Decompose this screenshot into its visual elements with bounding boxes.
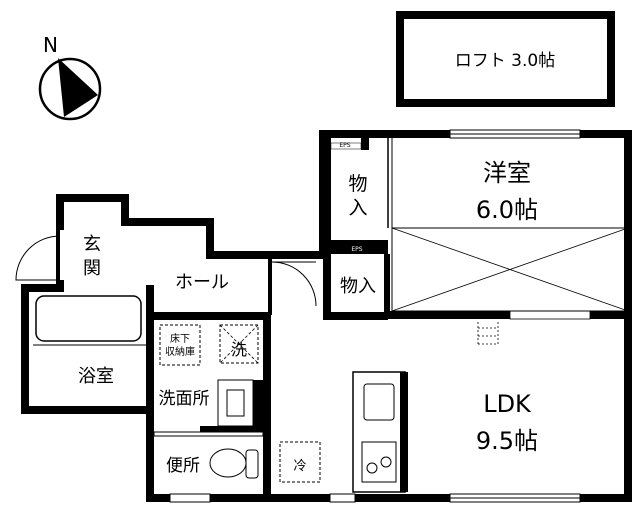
north-compass: N	[38, 33, 102, 121]
eps-upper-label: EPS	[339, 142, 350, 149]
entrance-line2: 関	[83, 258, 101, 279]
interior-walls	[146, 134, 628, 498]
western-room-name: 洋室	[483, 159, 531, 187]
north-label: N	[43, 33, 58, 57]
underfloor-storage-line2: 収納庫	[165, 345, 195, 358]
kitchen-counter	[352, 371, 408, 493]
entrance-line1: 玄	[83, 234, 101, 255]
stove	[361, 441, 397, 483]
washer-label: 洗	[231, 340, 247, 359]
loft-ladder	[477, 322, 499, 345]
ldk-name: LDK	[483, 390, 532, 418]
washer-space	[219, 324, 259, 364]
toilet-name: 便所	[166, 456, 200, 476]
loft-label: ロフト 3.0帖	[455, 51, 555, 71]
vanity-sink	[217, 379, 254, 427]
toilet-fixture	[209, 448, 247, 478]
windows	[60, 129, 581, 503]
bathtub	[35, 295, 142, 342]
kitchen-sink	[363, 383, 395, 421]
closet-upper-line1: 物	[348, 173, 367, 195]
loft-box	[396, 11, 615, 107]
washroom-name: 洗面所	[159, 389, 210, 409]
hall-name: ホール	[175, 272, 229, 293]
ps-line2: S	[262, 406, 267, 415]
closet-upper-line2: 入	[348, 197, 367, 219]
underfloor-storage-box	[159, 324, 201, 366]
closet-lower-name: 物入	[340, 276, 376, 297]
ps-line1: P	[263, 397, 268, 406]
western-room-size: 6.0帖	[476, 196, 538, 224]
underfloor-storage-line1: 床下	[170, 332, 190, 345]
bath-name: 浴室	[78, 366, 114, 387]
north-arrow-icon	[58, 58, 98, 117]
fridge-space	[279, 441, 321, 483]
entrance-door	[15, 235, 61, 281]
ldk-size: 9.5帖	[476, 427, 538, 455]
fridge-label: 冷	[293, 459, 306, 474]
eps-lower-label: EPS	[351, 246, 362, 253]
loft-opening	[391, 227, 629, 312]
